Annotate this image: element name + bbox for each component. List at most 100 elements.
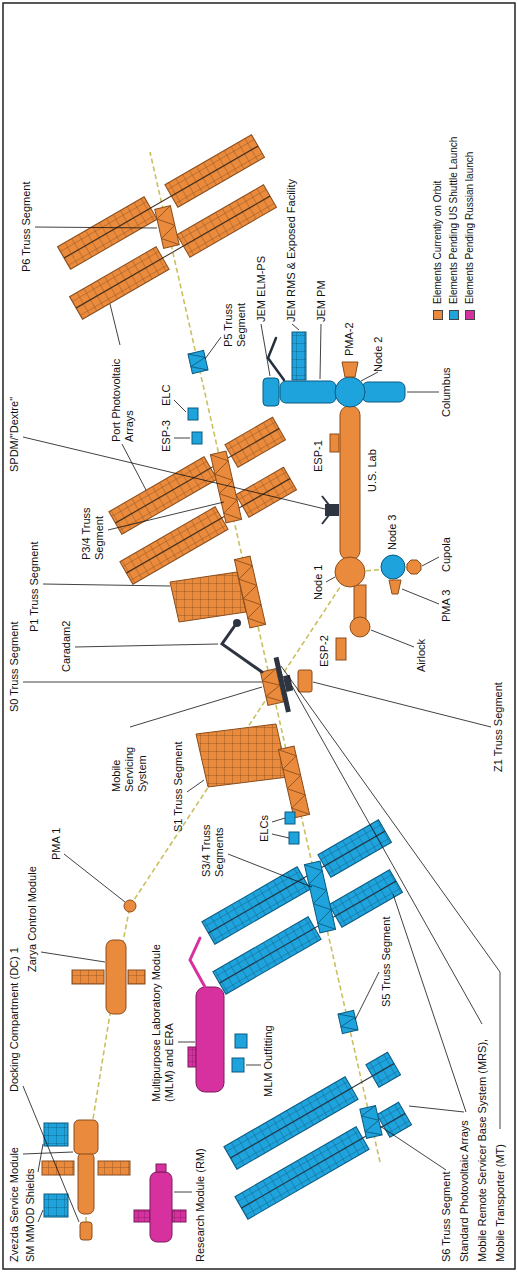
leader-line [402, 589, 439, 604]
pma2-adapter [342, 362, 358, 377]
zvezda-module [98, 1161, 130, 1175]
leader-line [272, 818, 285, 822]
part-label: Research Module (RM) [194, 1148, 207, 1262]
research-module [172, 1210, 186, 1222]
p5-truss [188, 350, 208, 373]
s1-truss [278, 746, 309, 818]
p6-array [76, 196, 270, 308]
cupola-module [407, 560, 421, 574]
part-label: ELC [160, 385, 173, 406]
leader-line [320, 324, 321, 379]
dextre-robot [322, 496, 338, 524]
part-label: Standard Photovoltaic Arrays [458, 1120, 471, 1262]
pma3-adapter [389, 580, 401, 594]
leader-line [64, 854, 125, 902]
leader-line [355, 972, 379, 1020]
p6-array [64, 146, 258, 258]
part-label: JEM PM [315, 280, 328, 322]
part-label: Mobile Transporter (MT) [494, 1144, 507, 1262]
leader-line [272, 834, 289, 838]
leader-line [178, 1042, 195, 1043]
p1-truss [234, 556, 265, 628]
leader-line [174, 400, 186, 412]
part-label: Port Photovoltaic Arrays [110, 342, 136, 442]
jem-rms-arm [268, 338, 284, 380]
jem-elm-module [263, 378, 279, 406]
airlock-module [354, 585, 366, 620]
s34-truss [304, 861, 335, 933]
part-label: U.S. Lab [366, 449, 379, 492]
mmod-shield [44, 1194, 68, 1217]
part-label: Node 3 [386, 515, 399, 550]
leader-line [380, 1126, 446, 1170]
leader-line [326, 577, 335, 582]
p6-truss [155, 206, 179, 249]
dextre-robot [322, 515, 329, 524]
leader-line [43, 584, 170, 586]
leader-line [23, 1152, 73, 1154]
leader-line [407, 392, 439, 393]
research-module [134, 1164, 186, 1242]
mlm-outfitting [232, 1058, 244, 1072]
leader-line [174, 438, 190, 439]
part-label: Node 2 [372, 337, 385, 372]
leader-line [292, 324, 299, 330]
mmod-shield [44, 1123, 68, 1146]
zarya-module [128, 970, 145, 984]
s6-truss [360, 1106, 382, 1139]
leader-line [174, 1192, 192, 1193]
p5-truss [188, 350, 208, 373]
p1-truss [234, 556, 265, 628]
p6-array [58, 135, 265, 270]
esp1-platform [330, 434, 339, 452]
leader-line [313, 682, 491, 727]
dextre-robot [322, 496, 329, 505]
mlm-module [188, 938, 224, 1092]
dc1-module [80, 1222, 92, 1240]
part-label: ESP-3 [160, 420, 173, 452]
airlock-module [350, 585, 370, 637]
s1-radiator [196, 724, 288, 787]
s5-truss [338, 1010, 358, 1033]
part-label: SM MMOD Shields [24, 1168, 37, 1262]
p5-truss [188, 350, 208, 373]
zarya-module [106, 940, 126, 1014]
s6-array [230, 1064, 394, 1159]
part-label: S1 Truss Segment [172, 742, 185, 833]
p6-truss [155, 206, 179, 249]
leader-line [205, 337, 221, 359]
part-label: S0 Truss Segment [8, 622, 21, 713]
axis-line [86, 572, 350, 1230]
zarya-module [72, 970, 104, 984]
legend-swatch [449, 310, 459, 320]
node1-module [335, 557, 365, 587]
leader-line [38, 1144, 43, 1172]
part-label: PMA-2 [343, 322, 356, 356]
part-label: ELCs [258, 815, 271, 842]
jem-pm-module [280, 381, 336, 403]
pma1-adapter [124, 900, 136, 912]
part-label: S5 Truss Segment [380, 917, 393, 1008]
s5-truss [338, 1010, 358, 1033]
elc-carrier [188, 408, 198, 420]
s1-truss [278, 746, 309, 818]
node2-module [335, 377, 365, 407]
mlm-module [190, 938, 205, 987]
leader-line [75, 644, 218, 647]
part-label: Node 1 [312, 565, 325, 600]
leader-line [422, 557, 439, 566]
leader-line [38, 1210, 43, 1222]
leader-line [130, 687, 262, 727]
leader-line [292, 686, 482, 1024]
s4-array [202, 820, 392, 945]
p34-truss [210, 451, 241, 523]
canadarm2 [222, 624, 262, 672]
axis-line [150, 152, 380, 1162]
leader-line [108, 502, 224, 530]
research-module [150, 1172, 172, 1242]
zvezda-module [74, 1120, 98, 1154]
part-label: Columbus [440, 367, 453, 417]
part-label: P6 Truss Segment [20, 182, 33, 273]
mlm-module [196, 987, 224, 1092]
